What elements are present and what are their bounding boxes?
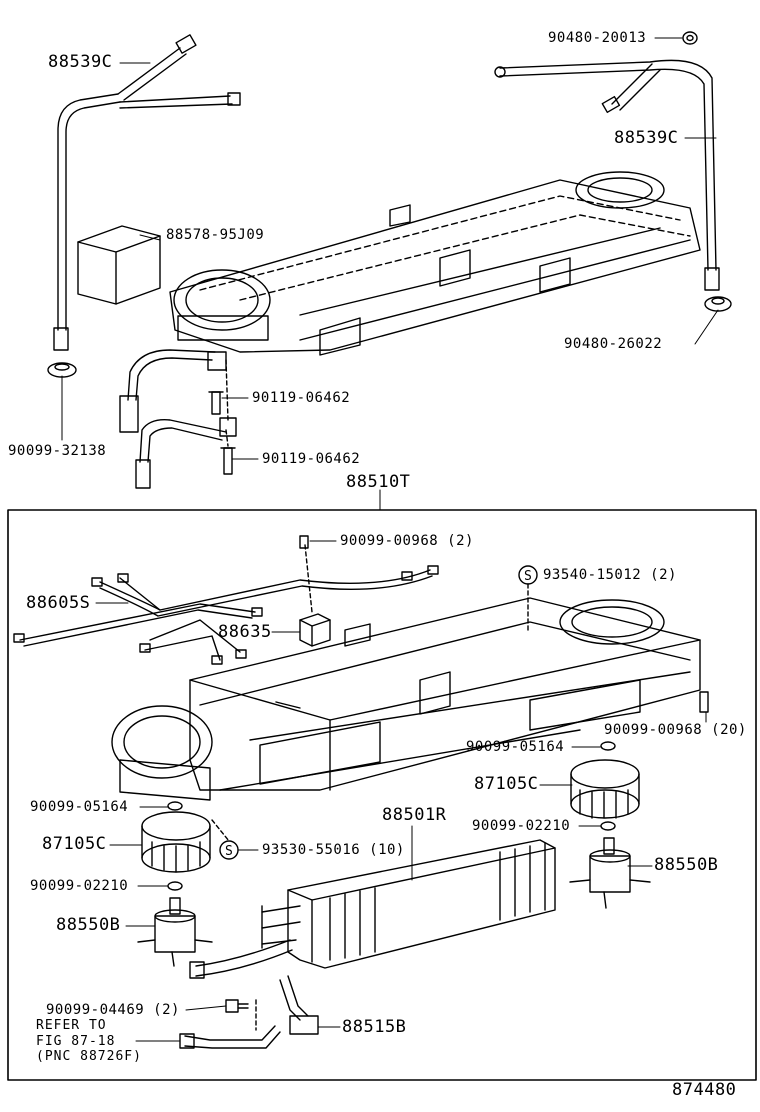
label-90480-26022: 90480-26022 [564, 336, 663, 352]
label-88550b-left: 88550B [56, 915, 121, 935]
label-88605s: 88605S [26, 593, 91, 613]
s-mark-letter-2: S [225, 844, 233, 859]
wire-harness [13, 565, 439, 665]
insulator-block [77, 225, 161, 305]
drain-hose-left [47, 34, 241, 378]
label-88550b-right: 88550B [654, 855, 719, 875]
label-88635: 88635 [218, 622, 272, 642]
diagram-number: 874480 [672, 1080, 737, 1100]
cooler-unit-top [169, 171, 701, 356]
label-87105c-left: 87105C [42, 834, 107, 854]
washer-05164-right [600, 741, 616, 751]
s-mark-letter-1: S [524, 569, 532, 584]
label-90099-05164-left: 90099-05164 [30, 799, 129, 815]
washer-02210-right [600, 821, 616, 831]
evaporator-88501r [261, 839, 556, 969]
label-88515b: 88515B [342, 1017, 407, 1037]
label-93540-15012: 93540-15012 (2) [543, 567, 677, 583]
label-90099-00968-2: 90099-00968 (2) [340, 533, 474, 549]
drain-hose-right [494, 31, 732, 312]
relay-88635 [299, 613, 331, 647]
blower-wheel-right [570, 759, 640, 819]
label-93530-55016: 93530-55016 (10) [262, 842, 405, 858]
label-88578-95j09: 88578-95J09 [166, 227, 265, 243]
label-90119-06462-b: 90119-06462 [262, 451, 361, 467]
blower-motor-left [137, 897, 213, 967]
screw-00968 [699, 691, 709, 713]
label-90480-20013: 90480-20013 [548, 30, 647, 46]
label-refer-fig: FIG 87-18 [36, 1034, 116, 1049]
bolt-90119-a [208, 391, 224, 415]
label-87105c-right: 87105C [474, 774, 539, 794]
label-90099-32138: 90099-32138 [8, 443, 107, 459]
label-90099-00968-20: 90099-00968 (20) [604, 722, 747, 738]
label-88501r: 88501R [382, 805, 447, 825]
label-90099-05164-right: 90099-05164 [466, 739, 565, 755]
expansion-valve-pipes [179, 939, 319, 1049]
cooler-pipes-top [119, 349, 237, 489]
bolt-90119-b [220, 447, 236, 475]
washer-05164-left [167, 801, 183, 811]
label-90099-02210-left: 90099-02210 [30, 878, 129, 894]
label-90119-06462-a: 90119-06462 [252, 390, 351, 406]
label-88539c-left: 88539C [48, 52, 113, 72]
bolt-04469 [225, 999, 249, 1013]
label-refer-pnc: (PNC 88726F) [36, 1049, 142, 1064]
label-90099-02210-right: 90099-02210 [472, 818, 571, 834]
blower-motor-right [569, 837, 651, 909]
cooler-unit-main [111, 597, 701, 801]
label-90099-04469: 90099-04469 (2) [46, 1002, 180, 1018]
label-refer-to: REFER TO [36, 1018, 107, 1033]
label-88510t: 88510T [346, 472, 411, 492]
blower-wheel-left [141, 811, 211, 873]
washer-02210-left [167, 881, 183, 891]
label-88539c-right: 88539C [614, 128, 679, 148]
